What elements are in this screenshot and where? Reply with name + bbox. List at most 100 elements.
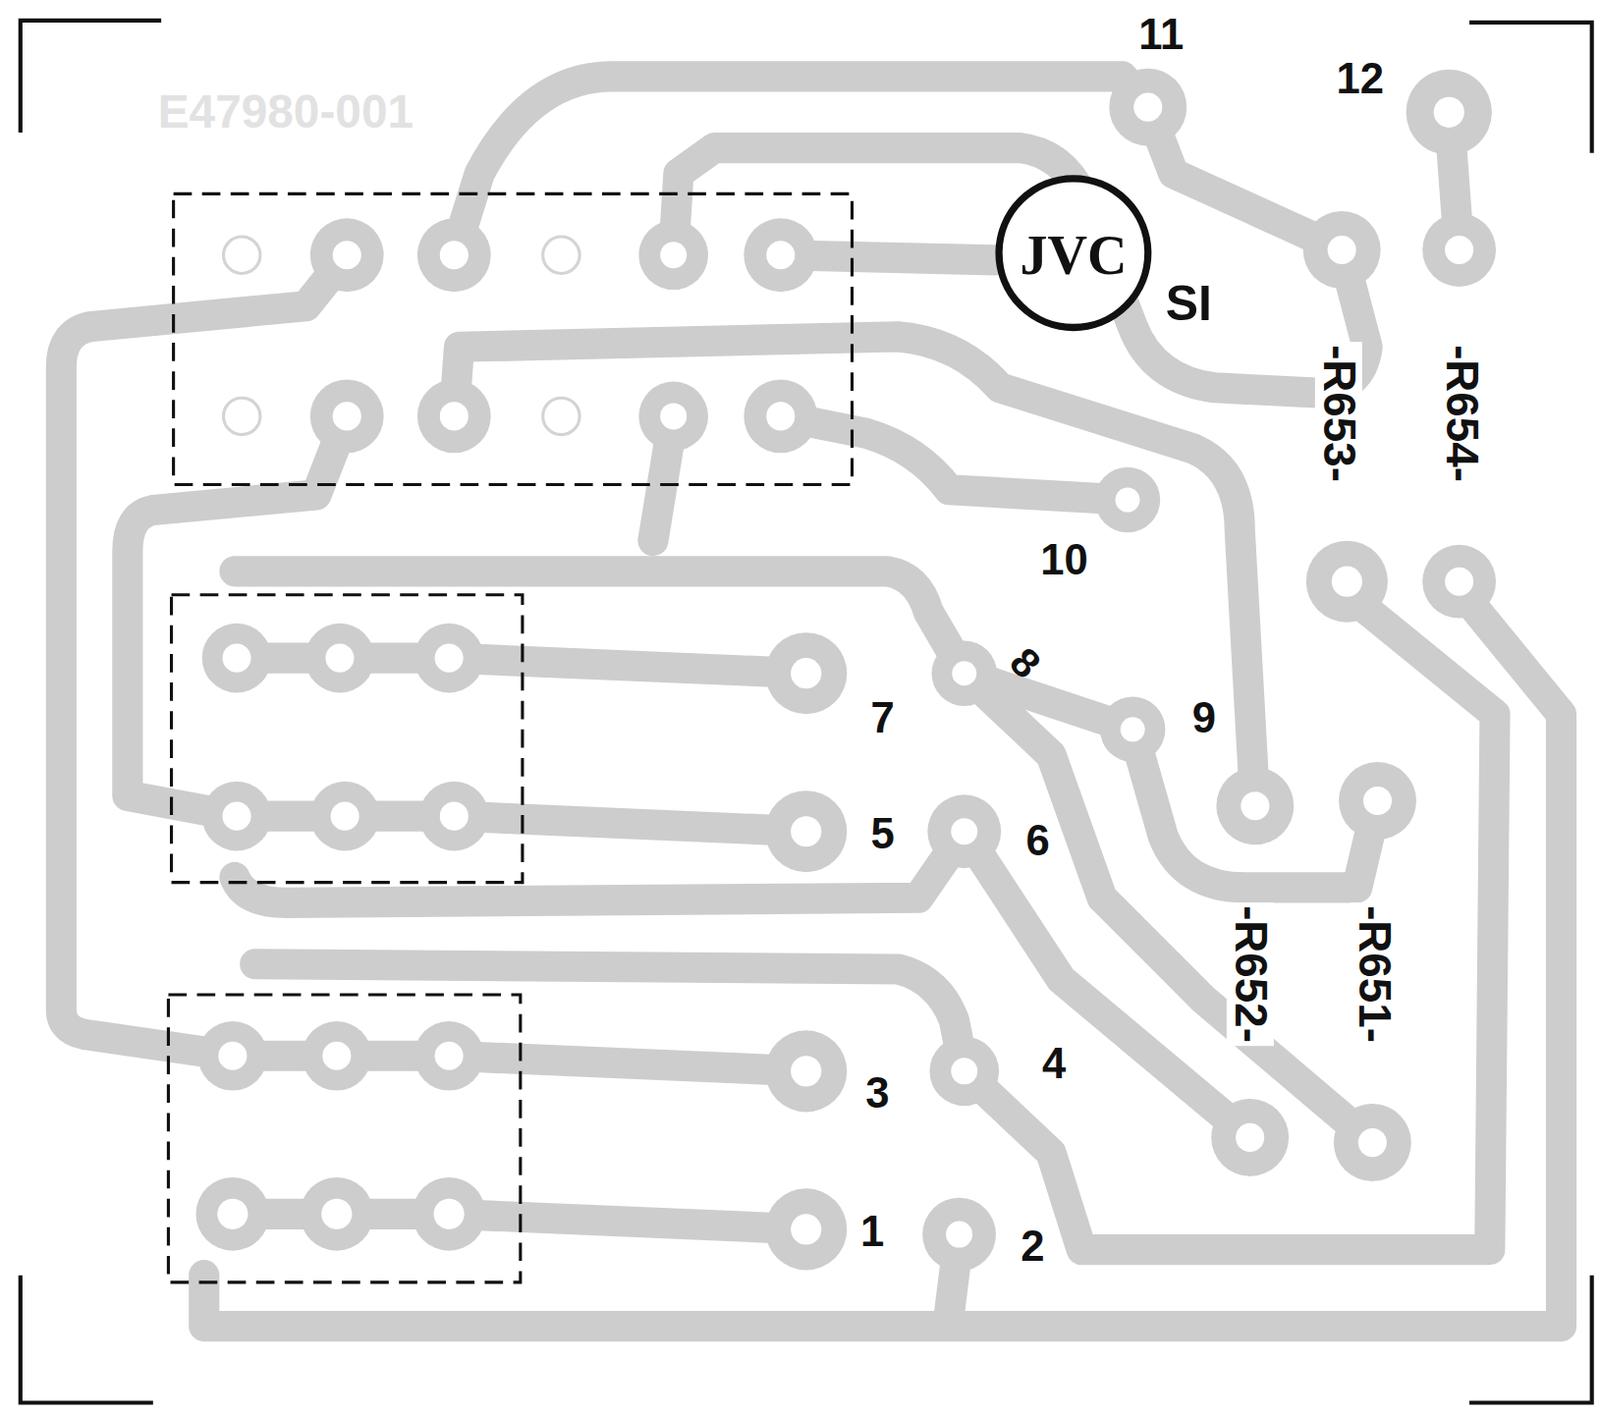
drill-hole	[221, 644, 251, 673]
logo-ring	[998, 178, 1149, 329]
drill-hole	[1331, 566, 1363, 598]
pad	[927, 794, 1001, 869]
pad	[765, 790, 847, 873]
pad	[765, 632, 847, 715]
drill-hole	[1444, 235, 1474, 265]
pad	[1108, 68, 1187, 147]
pad	[302, 1021, 373, 1092]
drill-hole	[1240, 791, 1269, 821]
drill-hole	[1327, 235, 1357, 265]
callout-number: 3	[862, 1071, 892, 1117]
trace	[780, 416, 1128, 500]
callout-number: 11	[1135, 13, 1187, 59]
pad	[929, 1037, 999, 1107]
pad	[932, 640, 997, 706]
callout-number: 8	[999, 638, 1050, 689]
callout-number: 2	[1017, 1224, 1048, 1270]
drill-hole	[1120, 717, 1146, 742]
mark-text: SI	[1162, 278, 1215, 331]
drill-hole	[221, 802, 251, 831]
callout-number: 4	[1039, 1042, 1069, 1088]
corner-marks	[20, 20, 1593, 1404]
trace	[127, 416, 347, 817]
drill-hole	[1133, 93, 1162, 122]
pad	[1306, 541, 1388, 623]
trace	[204, 581, 1562, 1326]
component-outline	[167, 994, 520, 1283]
pad	[299, 1177, 374, 1252]
part-name: -R652-	[1226, 902, 1274, 1047]
drill-hole	[223, 397, 261, 435]
drill-hole	[790, 1055, 822, 1087]
pad	[1338, 762, 1417, 840]
pad	[1333, 1103, 1412, 1182]
drill-hole	[1444, 567, 1474, 597]
drill-hole	[790, 1213, 822, 1245]
component-outline	[173, 193, 853, 485]
drill-hole	[543, 397, 580, 435]
pad	[305, 623, 376, 694]
copper-traces	[60, 76, 1561, 1327]
pad	[743, 379, 818, 453]
part-name: -R653-	[1315, 341, 1363, 486]
board-number: E47980-001	[155, 87, 417, 137]
pad	[310, 781, 381, 852]
pad	[1303, 211, 1381, 289]
pad	[1100, 697, 1165, 763]
drill-hole	[950, 1057, 978, 1085]
pad	[765, 1030, 847, 1112]
drill-hole	[543, 236, 580, 274]
drill-hole	[331, 802, 360, 831]
pad	[1422, 213, 1496, 287]
callout-number: 10	[1037, 539, 1092, 585]
pad	[1215, 767, 1294, 845]
pad	[743, 218, 818, 292]
drill-hole	[950, 818, 978, 845]
drill-hole	[1235, 1123, 1265, 1153]
trace	[964, 673, 1374, 1144]
callout-number: 12	[1333, 56, 1388, 103]
drill-hole	[766, 240, 795, 270]
drill-hole	[1363, 786, 1392, 816]
drill-hole	[440, 802, 469, 831]
drill-hole	[1115, 488, 1141, 513]
drill-hole	[217, 1199, 248, 1230]
pad	[414, 1021, 485, 1092]
drill-hole	[321, 1199, 352, 1230]
callout-number: 9	[1189, 697, 1219, 743]
drill-hole	[332, 401, 362, 431]
corner-mark	[20, 1275, 154, 1404]
drill-hole	[322, 1042, 351, 1071]
pad	[1095, 467, 1160, 533]
pad	[414, 623, 485, 694]
drill-hole	[660, 241, 687, 269]
trace	[255, 581, 1495, 1250]
brand-logo: JVC	[1016, 226, 1130, 284]
drill-hole	[1358, 1128, 1387, 1158]
pad	[417, 218, 492, 292]
pad	[1422, 545, 1496, 619]
callout-number: 1	[857, 1210, 887, 1256]
pad	[765, 1188, 847, 1270]
pad	[1211, 1099, 1289, 1177]
drill-hole	[218, 1042, 247, 1071]
drill-hole	[1434, 97, 1465, 128]
corner-mark	[1469, 1275, 1593, 1404]
component-outline	[171, 595, 523, 883]
drill-hole	[325, 644, 354, 673]
pad	[198, 1021, 269, 1092]
pad	[310, 218, 385, 292]
pad	[202, 623, 273, 694]
trace	[673, 148, 1368, 393]
pad	[922, 1198, 996, 1272]
pad	[412, 1177, 487, 1252]
corner-mark	[1469, 22, 1593, 154]
pad	[195, 1177, 270, 1252]
drill-hole	[766, 401, 795, 431]
pad	[419, 781, 490, 852]
pad	[1406, 69, 1492, 156]
drill-hole	[660, 402, 687, 430]
